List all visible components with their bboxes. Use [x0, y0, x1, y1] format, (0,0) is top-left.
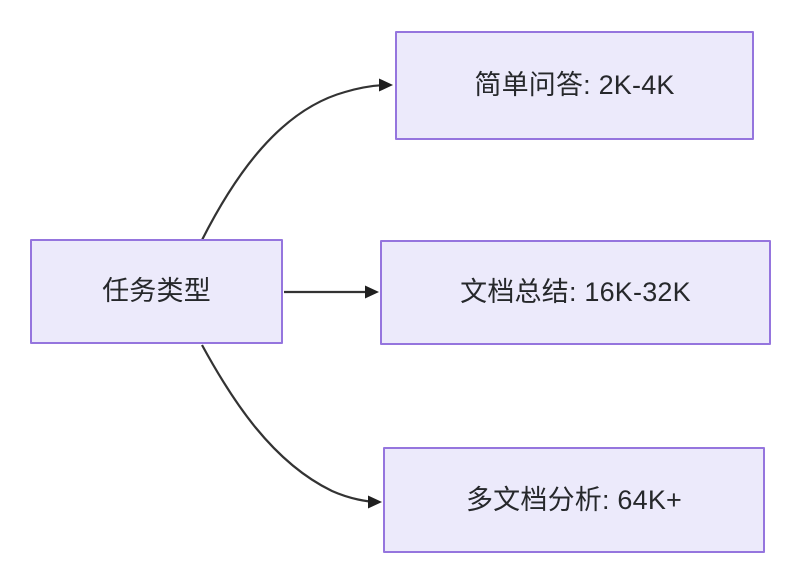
edge-task-to-multi-doc [201, 344, 382, 509]
arrowhead-multi-doc [368, 495, 382, 509]
arrowhead-doc-summary [365, 285, 379, 299]
edge-task-to-doc-summary [284, 285, 379, 299]
node-simple-qa-label: 简单问答: 2K-4K [474, 70, 675, 101]
node-doc-summary-label: 文档总结: 16K-32K [460, 277, 691, 308]
node-doc-summary[interactable]: 文档总结: 16K-32K [380, 240, 771, 345]
node-multi-doc[interactable]: 多文档分析: 64K+ [383, 447, 765, 553]
node-multi-doc-label: 多文档分析: 64K+ [465, 484, 682, 515]
node-task-type[interactable]: 任务类型 [30, 239, 283, 344]
arrowhead-simple-qa [379, 78, 393, 92]
edge-task-to-simple-qa [201, 78, 393, 241]
node-task-type-label: 任务类型 [102, 276, 211, 307]
node-simple-qa[interactable]: 简单问答: 2K-4K [395, 31, 754, 140]
